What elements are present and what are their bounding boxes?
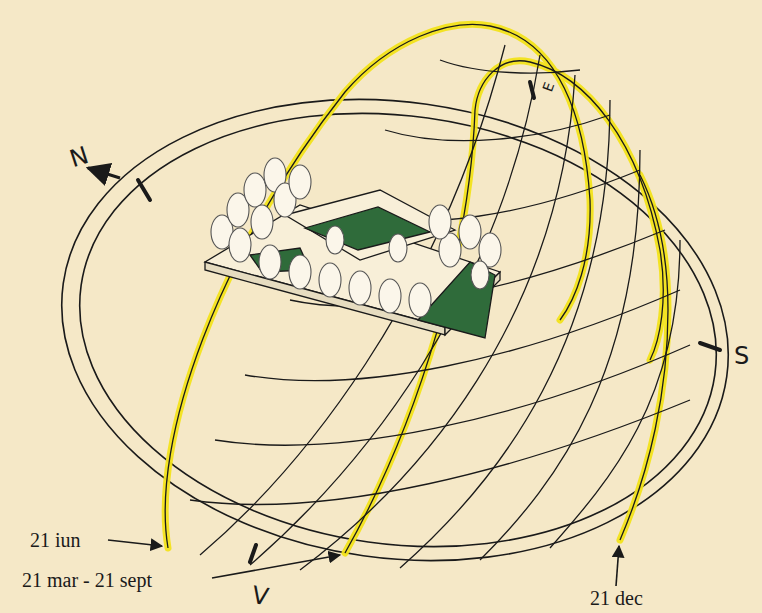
date-label: 21 mar - 21 sept bbox=[20, 570, 154, 590]
building-roof bbox=[285, 190, 455, 260]
grid-line bbox=[215, 345, 690, 445]
grid-line bbox=[300, 75, 575, 570]
date-label: 21 iun bbox=[28, 530, 83, 550]
date-label: 21 dec bbox=[588, 588, 645, 608]
horizon-ring bbox=[32, 58, 759, 603]
grid-line bbox=[400, 100, 610, 568]
courtyard bbox=[305, 207, 430, 250]
trees bbox=[211, 158, 501, 317]
grid-line bbox=[385, 115, 610, 141]
compass-tick bbox=[250, 545, 256, 562]
compass-tick bbox=[138, 180, 150, 200]
grid-line bbox=[190, 400, 690, 504]
grid-line bbox=[200, 45, 505, 555]
compass-tick bbox=[530, 82, 534, 98]
leader-arrow bbox=[212, 555, 340, 578]
compass-letter: V bbox=[250, 583, 270, 609]
compass-letter: N bbox=[67, 143, 91, 171]
grid-line bbox=[550, 240, 680, 548]
north-arrow bbox=[88, 168, 120, 178]
compass-tick bbox=[700, 343, 720, 350]
horizon-ring bbox=[51, 74, 744, 587]
leader-arrow bbox=[108, 540, 162, 546]
grid-line bbox=[250, 55, 540, 565]
compass-letter: E bbox=[540, 80, 556, 93]
equinox-path-highlight bbox=[345, 61, 663, 553]
equinox-path bbox=[345, 61, 663, 553]
compass-letter: S bbox=[734, 344, 749, 368]
platform-edge bbox=[205, 262, 445, 335]
grid-line bbox=[440, 60, 580, 73]
leader-arrow bbox=[616, 546, 619, 586]
